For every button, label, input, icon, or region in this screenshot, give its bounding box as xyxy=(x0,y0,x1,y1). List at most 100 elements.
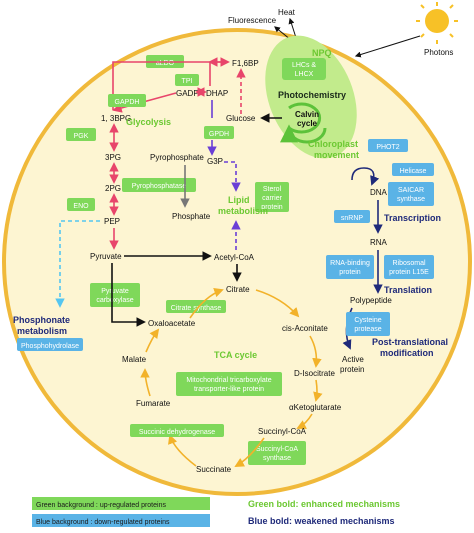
g3p-label: G3P xyxy=(207,157,223,166)
fluorescence-label: Fluorescence xyxy=(228,16,277,25)
tca-cycle-label: TCA cycle xyxy=(214,350,257,360)
legend-green-swatch xyxy=(32,497,210,510)
photon-arrow xyxy=(354,35,421,58)
photons-label: Photons xyxy=(424,48,453,57)
transcription-label: Transcription xyxy=(384,213,441,223)
malate-label: Malate xyxy=(122,355,147,364)
legend-blue-swatch xyxy=(32,514,210,527)
citrate-label: Citrate xyxy=(226,285,250,294)
fumarate-label: Fumarate xyxy=(136,399,171,408)
citrate-synthase-label: Citrate synthase xyxy=(171,305,222,312)
citrate-synthase-box xyxy=(166,300,226,313)
eno-label: ENO xyxy=(73,203,89,210)
gadp-label: GADP xyxy=(176,89,199,98)
gapdh-label: GAPDH xyxy=(115,99,140,106)
succinylcoa-label: Succinyl-CoA xyxy=(258,427,307,436)
pyruvate-carboxylase-label-2: carboxylase xyxy=(96,297,133,304)
phosphonate-label-1: Phosphonate xyxy=(13,315,70,325)
ptm-label-2: modification xyxy=(380,348,434,358)
tca-cisaconitate-isocitrate xyxy=(309,335,322,368)
tca-citrate-cisaconitate xyxy=(255,289,300,318)
legend: Green background : up-regulated proteins… xyxy=(32,497,400,527)
active-protein-label-1: Active xyxy=(342,355,364,364)
f16bp-label: F1,6BP xyxy=(232,59,259,68)
acetylcoa-label: Acetyl-CoA xyxy=(214,253,255,262)
pyrophosphatase-label: Pyrophosphatase xyxy=(132,183,187,190)
pgk-label: PGK xyxy=(74,133,89,140)
ribosomal-protein-box xyxy=(384,255,434,279)
pyruvate-carboxylase-label-1: Pyruvate xyxy=(101,288,129,295)
lhcs-label-1: LHCs & xyxy=(292,62,316,69)
pyrophosphatase-box xyxy=(122,178,196,192)
bpg13-label: 1, 3BPG xyxy=(101,114,131,123)
legend-blue-bold: Blue bold: weakened mechanisms xyxy=(248,516,395,526)
succinic-dehydrogenase-label: Succinic dehydrogenase xyxy=(139,429,215,436)
lhcs-label-2: LHCX xyxy=(295,71,314,78)
eno-box xyxy=(67,198,95,211)
legend-green-bold: Green bold: enhanced mechanisms xyxy=(248,499,400,509)
tca-malate-oxaloacetate xyxy=(145,328,160,353)
dhap-label: DHAP xyxy=(206,89,228,98)
cell-membrane xyxy=(2,28,472,496)
pg3-label: 3PG xyxy=(105,153,121,162)
sterol-box xyxy=(255,182,289,212)
active-protein-label-2: protein xyxy=(340,365,364,374)
lipid-label-1: Lipid xyxy=(228,195,250,205)
cysteine-protease-label-1: Cysteine xyxy=(354,317,381,324)
gpdh-box xyxy=(204,126,234,139)
gpdh-label: GPDH xyxy=(209,131,229,138)
ribosomal-protein-label-1: Ribosomal xyxy=(392,260,426,267)
phosphohydrolase-box xyxy=(17,338,83,351)
tca-ketoglutarate-succinylcoa xyxy=(296,413,313,429)
aldo-label: aLDO xyxy=(156,60,175,67)
cysteine-protease-label-2: protease xyxy=(354,326,381,333)
sterol-label-1: Sterol xyxy=(263,186,282,193)
glucose-label: Glucose xyxy=(226,114,256,123)
cisaconitate-label: cis-Aconitate xyxy=(282,324,328,333)
lhcs-box xyxy=(282,58,326,80)
phot2-label: PHOT2 xyxy=(376,144,399,151)
mitochondrial-transporter-label-2: transporter-like protein xyxy=(194,386,264,393)
succinylcoa-synthase-label-2: synthase xyxy=(263,455,291,462)
succinic-dehydrogenase-box xyxy=(130,424,224,437)
translation-label: Translation xyxy=(384,285,432,295)
tca-succinate-fumarate xyxy=(168,434,197,467)
polypeptide-label: Polypeptide xyxy=(350,296,392,305)
chloroplast-movement-label-2: movement xyxy=(314,150,359,160)
disocitrate-label: D-Isocitrate xyxy=(294,369,335,378)
oxaloacetate-label: Oxaloacetate xyxy=(148,319,196,328)
phosphonate-label-2: metabolism xyxy=(17,326,67,336)
snrnp-label: snRNP xyxy=(341,215,364,222)
g3p-lipid-arrow xyxy=(224,161,241,192)
succinylcoa-synthase-label-1: Succinyl-CoA xyxy=(256,446,298,453)
helicase-box xyxy=(392,163,434,176)
pyruvate-oxaloacetate-arrow xyxy=(111,263,146,327)
tca-oxaloacetate-citrate xyxy=(189,288,224,319)
saicar-label-1: SAICAR xyxy=(398,187,424,194)
pyruvate-label: Pyruvate xyxy=(90,252,122,261)
calvin-label-1: Calvin xyxy=(295,110,319,119)
sterol-label-3: protein xyxy=(261,204,283,211)
lipid-label-2: metabolism xyxy=(218,206,268,216)
pyrophosphate-label: Pyrophosphate xyxy=(150,153,204,162)
mitochondrial-transporter-label-1: Mitochondrial tricarboxylate xyxy=(186,377,271,384)
succinate-label: Succinate xyxy=(196,465,232,474)
succinylcoa-synthase-box xyxy=(248,441,306,465)
ptm-label-1: Post-translational xyxy=(372,337,448,347)
gapdh-box xyxy=(108,94,146,107)
rna-label: RNA xyxy=(370,238,388,247)
chloroplast-movement-label-1: Chloroplast xyxy=(308,139,358,149)
ribosomal-protein-label-2: protein L15E xyxy=(389,269,429,276)
calvin-cycle-arrows xyxy=(289,102,327,142)
pyruvate-carboxylase-box xyxy=(90,283,140,307)
saicar-label-2: synthase xyxy=(397,196,425,203)
tca-fumarate-malate xyxy=(140,368,151,397)
tca-succinylcoa-succinate xyxy=(234,437,265,467)
npq-label: NPQ xyxy=(312,48,332,58)
rna-binding-protein-label-2: protein xyxy=(339,269,361,276)
dna-loop-arrow xyxy=(351,167,380,186)
pg2-label: 2PG xyxy=(105,184,121,193)
calvin-label-2: cycle xyxy=(297,119,318,128)
pgk-box xyxy=(66,128,96,141)
